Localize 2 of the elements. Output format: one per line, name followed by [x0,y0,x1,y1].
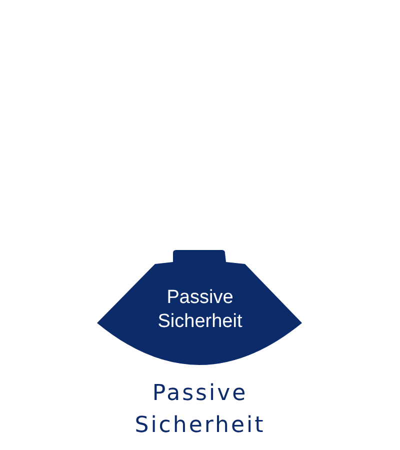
segment-title: Passive Sicherheit [134,380,266,440]
segment-label: Passive Sicherheit [156,286,244,334]
